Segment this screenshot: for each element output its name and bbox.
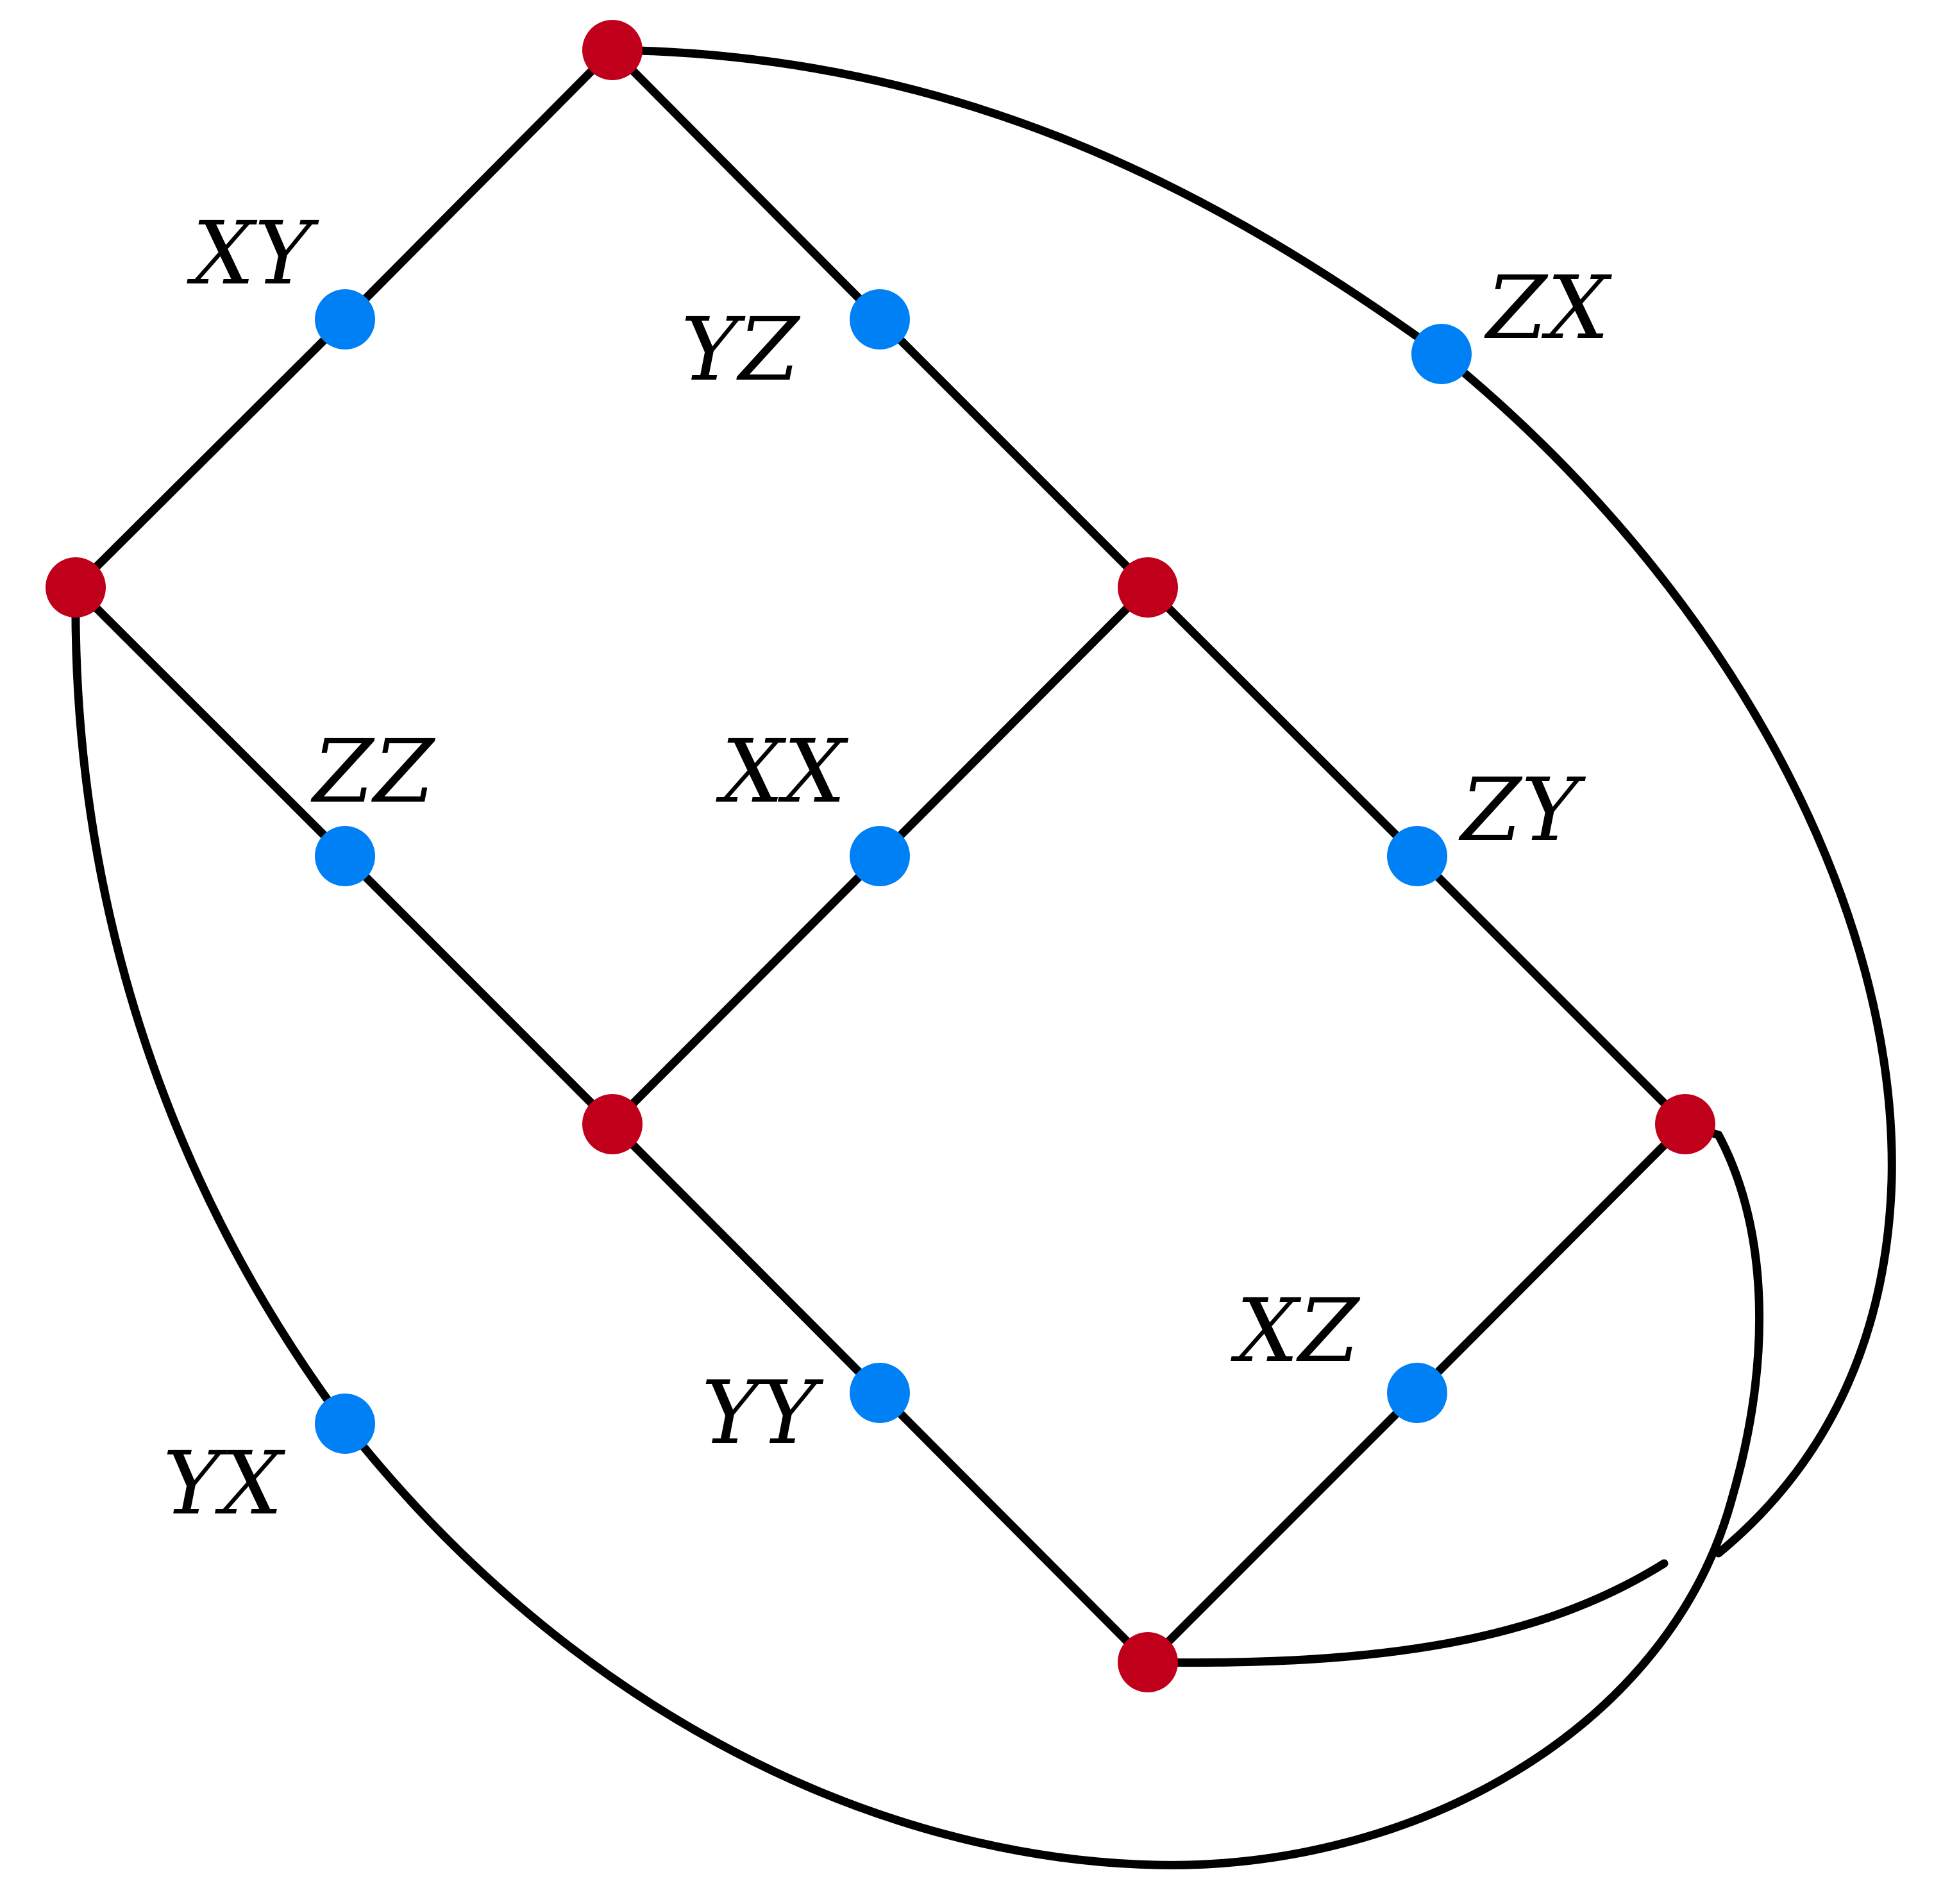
label-xx: XX [716,721,849,823]
edge-top-zx-curve [608,46,1446,358]
red-node-left [46,557,106,618]
edge-left-zz [71,583,349,861]
red-node-right [1655,1094,1715,1154]
blue-node-xx [850,826,910,886]
node-labels: XY YZ ZX ZZ XX ZY YY XZ YX [163,203,1612,1535]
label-xz: XZ [1231,1281,1361,1382]
edge-zy-right [1413,852,1690,1129]
label-yx: YX [163,1433,286,1535]
blue-node-yz [850,289,910,350]
red-node-bottom [1118,1632,1178,1692]
edge-xz-bottom [1143,1388,1422,1667]
lattice-edges [71,46,1690,1667]
label-yy: YY [702,1363,824,1464]
blue-nodes [315,289,1472,1454]
curved-edges [71,46,1896,1869]
blue-node-zx [1411,324,1472,384]
blue-node-xy [315,289,375,350]
edge-left-yx-curve [71,583,349,1428]
edge-xy-left [71,315,349,592]
blue-node-yx [315,1394,375,1454]
edge-yx-loop-curve [341,1120,1764,1869]
edge-zx-outer-curve [1437,350,1896,1558]
edge-zz-center [341,852,617,1129]
edge-right-xz [1413,1120,1690,1397]
blue-node-yy [850,1363,910,1423]
edge-midright-zy [1143,583,1422,861]
red-node-top [582,20,643,80]
blue-node-zy [1387,826,1447,886]
edge-center-yy [608,1120,884,1397]
edge-yz-midright [875,315,1152,592]
red-nodes [46,20,1715,1692]
label-xy: XY [187,203,319,305]
blue-node-xz [1387,1363,1447,1423]
label-zz: ZZ [310,721,435,823]
edge-yy-bottom [875,1388,1152,1667]
edge-midright-xx [875,583,1152,861]
label-zx: ZX [1484,258,1612,359]
blue-node-zz [315,826,375,886]
red-node-mid-right [1118,557,1178,618]
edge-xx-center [608,852,884,1129]
label-zy: ZY [1458,760,1586,861]
edge-bottom-outer-curve [1143,1559,1669,1667]
label-yz: YZ [681,299,801,401]
edge-top-xy [341,46,617,324]
edge-top-yz [608,46,884,324]
red-node-center [582,1094,643,1154]
